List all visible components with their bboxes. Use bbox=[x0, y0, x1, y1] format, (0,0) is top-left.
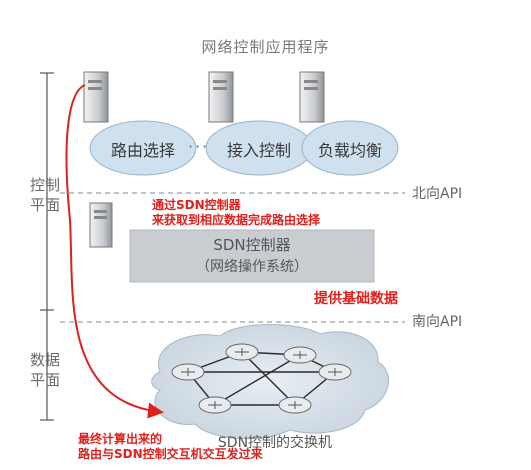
app-label-access: 接入控制 bbox=[226, 141, 291, 160]
app-label-loadbalance: 负载均衡 bbox=[317, 141, 382, 160]
southbound-api-label: 南向API bbox=[412, 314, 463, 330]
controller-title: SDN控制器 bbox=[213, 236, 291, 254]
switch-node bbox=[283, 346, 317, 364]
switch-node bbox=[225, 343, 259, 361]
northbound-api-label: 北向API bbox=[412, 186, 463, 202]
app-ellipse-loadbalance bbox=[301, 120, 399, 176]
southbound-annotation: 提供基础数据 bbox=[314, 291, 398, 307]
switch-node bbox=[278, 396, 312, 414]
app-ellipse-routing bbox=[89, 120, 197, 176]
switch-node bbox=[171, 363, 205, 381]
switch-node bbox=[198, 396, 232, 414]
plane-bracket bbox=[40, 72, 54, 421]
server-icon bbox=[83, 71, 109, 123]
top-title: 网络控制应用程序 bbox=[201, 38, 330, 56]
data-plane-label: 数据 平面 bbox=[29, 351, 60, 389]
switch-network-cloud bbox=[151, 324, 389, 439]
server-icon bbox=[208, 71, 234, 123]
apps-ellipsis: ··· bbox=[188, 137, 210, 156]
switches-label: SDN控制的交换机 bbox=[217, 435, 333, 451]
bottom-annotation: 最终计算出来的 路由与SDN控制交互机交互发过来 bbox=[78, 432, 263, 461]
server-icon bbox=[89, 202, 113, 248]
api-dashed-lines bbox=[60, 192, 405, 323]
controller-box bbox=[129, 229, 375, 283]
server-icon bbox=[299, 71, 325, 123]
northbound-annotation: 通过SDN控制器 来获取到相应数据完成路由选择 bbox=[152, 198, 321, 227]
app-label-routing: 路由选择 bbox=[110, 141, 175, 160]
control-plane-label: 控制 平面 bbox=[29, 176, 60, 214]
annotation-arrow bbox=[65, 84, 164, 419]
switch-node bbox=[318, 363, 352, 381]
controller-subtitle: （网络操作系统） bbox=[196, 259, 308, 275]
